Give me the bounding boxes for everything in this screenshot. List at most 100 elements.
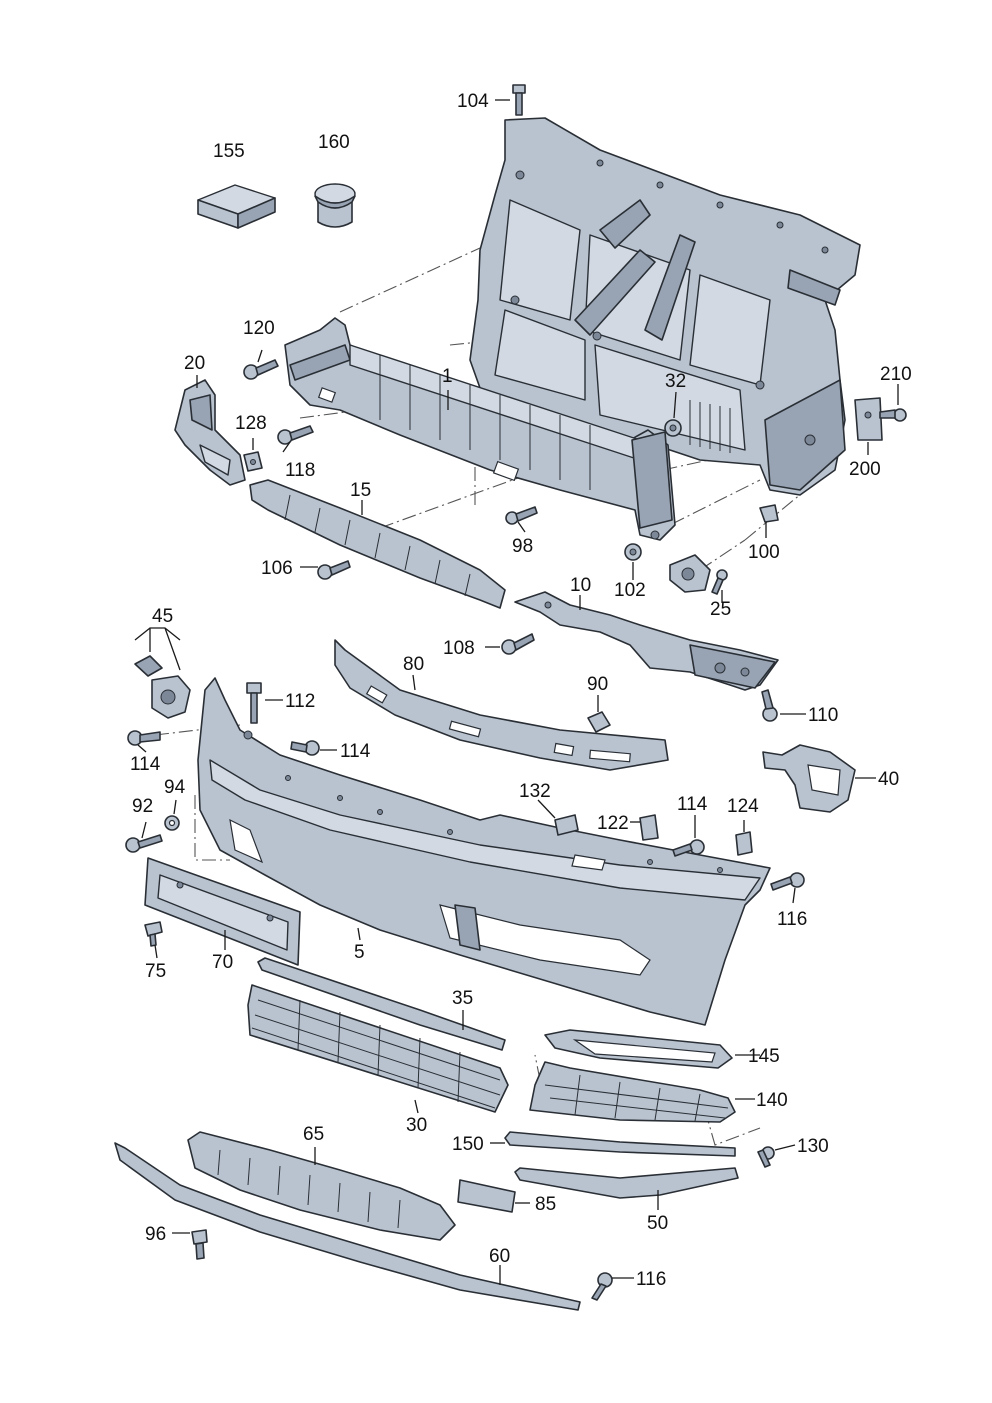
screw-92 bbox=[125, 834, 163, 853]
plug-cap bbox=[314, 183, 356, 228]
callout-96: 96 bbox=[145, 1224, 166, 1245]
bumper-carrier-beam bbox=[284, 317, 676, 541]
mount-25 bbox=[669, 554, 711, 593]
callout-5: 5 bbox=[354, 942, 365, 963]
fasteners bbox=[125, 84, 907, 1301]
screw-112 bbox=[246, 682, 262, 724]
foam-pad bbox=[197, 184, 276, 229]
callout-65: 65 bbox=[303, 1124, 324, 1145]
nut-102 bbox=[624, 543, 642, 561]
screw-106 bbox=[317, 560, 351, 580]
screw-25 bbox=[711, 569, 728, 595]
callout-114-center: 114 bbox=[340, 741, 371, 762]
bolt-120 bbox=[243, 359, 279, 380]
clip-100 bbox=[759, 504, 779, 523]
sensor-holder bbox=[134, 655, 191, 719]
callout-106: 106 bbox=[261, 558, 293, 579]
callout-15: 15 bbox=[350, 480, 371, 501]
screw-98 bbox=[505, 506, 538, 525]
screw-114-right bbox=[672, 839, 705, 857]
side-guide bbox=[762, 744, 856, 813]
screw-110 bbox=[761, 689, 778, 722]
callout-210: 210 bbox=[880, 364, 912, 385]
callout-145: 145 bbox=[748, 1046, 780, 1067]
callout-98: 98 bbox=[512, 536, 533, 557]
callout-112: 112 bbox=[285, 691, 315, 712]
callout-labels: 104 155 160 120 1 20 128 118 32 210 200 … bbox=[130, 91, 912, 1290]
clip-96 bbox=[191, 1229, 208, 1260]
trim-frame-145 bbox=[544, 1029, 733, 1069]
callout-70: 70 bbox=[212, 952, 233, 973]
callout-1: 1 bbox=[442, 366, 453, 387]
callout-50: 50 bbox=[647, 1213, 668, 1234]
callout-80: 80 bbox=[403, 654, 424, 675]
callout-200: 200 bbox=[849, 459, 881, 480]
cover-85 bbox=[457, 1179, 516, 1213]
bolt-118 bbox=[277, 425, 314, 445]
bumper-cover bbox=[197, 677, 771, 1026]
callout-25: 25 bbox=[710, 599, 731, 620]
callout-114-left: 114 bbox=[130, 754, 161, 775]
callout-150: 150 bbox=[452, 1134, 484, 1155]
callout-35: 35 bbox=[452, 988, 473, 1009]
right-bracket bbox=[514, 591, 779, 691]
callout-40: 40 bbox=[878, 769, 899, 790]
bracket-200 bbox=[854, 397, 883, 441]
callout-85: 85 bbox=[535, 1194, 556, 1215]
callout-10: 10 bbox=[570, 575, 591, 596]
side-grille-140 bbox=[529, 1061, 736, 1123]
center-grille bbox=[247, 984, 509, 1113]
screw-108 bbox=[501, 633, 535, 655]
nut-32 bbox=[664, 419, 682, 437]
callout-102: 102 bbox=[614, 580, 646, 601]
callout-124: 124 bbox=[727, 796, 759, 817]
bolt-104 bbox=[512, 84, 526, 116]
callout-140: 140 bbox=[756, 1090, 788, 1111]
callout-110: 110 bbox=[808, 705, 838, 726]
callout-92: 92 bbox=[132, 796, 153, 817]
callout-114-right: 114 bbox=[677, 794, 708, 815]
callout-30: 30 bbox=[406, 1115, 427, 1136]
lock-carrier bbox=[469, 117, 861, 496]
callout-118: 118 bbox=[285, 460, 315, 481]
callout-90: 90 bbox=[587, 674, 608, 695]
callout-104: 104 bbox=[457, 91, 489, 112]
energy-absorber bbox=[249, 479, 506, 609]
impact-strip bbox=[334, 639, 669, 771]
licence-plate-carrier bbox=[144, 857, 301, 966]
trim-strip-50 bbox=[514, 1167, 739, 1199]
trim-strip-150 bbox=[504, 1131, 736, 1157]
clip-75 bbox=[144, 921, 163, 947]
screw-114-left bbox=[127, 730, 161, 746]
callout-132: 132 bbox=[519, 781, 551, 802]
callout-94: 94 bbox=[164, 777, 186, 798]
callout-45: 45 bbox=[152, 606, 173, 627]
callout-128: 128 bbox=[235, 413, 267, 434]
callout-122: 122 bbox=[597, 813, 629, 834]
callout-75: 75 bbox=[145, 961, 166, 982]
underbody-panel bbox=[187, 1131, 456, 1241]
screw-114-center bbox=[290, 740, 320, 756]
callout-116-lower: 116 bbox=[636, 1269, 666, 1290]
callout-100: 100 bbox=[748, 542, 780, 563]
callout-120: 120 bbox=[243, 318, 275, 339]
callout-116-upper: 116 bbox=[777, 909, 807, 930]
callout-130: 130 bbox=[797, 1136, 829, 1157]
washer-94 bbox=[164, 815, 180, 831]
bolt-210 bbox=[879, 408, 907, 422]
callout-60: 60 bbox=[489, 1246, 510, 1267]
clips-on-bumper bbox=[554, 814, 753, 856]
plug-90 bbox=[587, 711, 611, 733]
callout-108: 108 bbox=[443, 638, 475, 659]
callout-32: 32 bbox=[665, 371, 686, 392]
callout-20: 20 bbox=[184, 353, 205, 374]
callout-160: 160 bbox=[318, 132, 350, 153]
left-bracket bbox=[174, 379, 246, 486]
grille-strip-35 bbox=[257, 957, 506, 1051]
clip-128 bbox=[243, 451, 263, 472]
leader-lines bbox=[134, 99, 899, 1285]
screw-130 bbox=[757, 1146, 775, 1168]
screw-116-upper bbox=[770, 872, 805, 891]
screw-116-lower bbox=[591, 1272, 613, 1301]
